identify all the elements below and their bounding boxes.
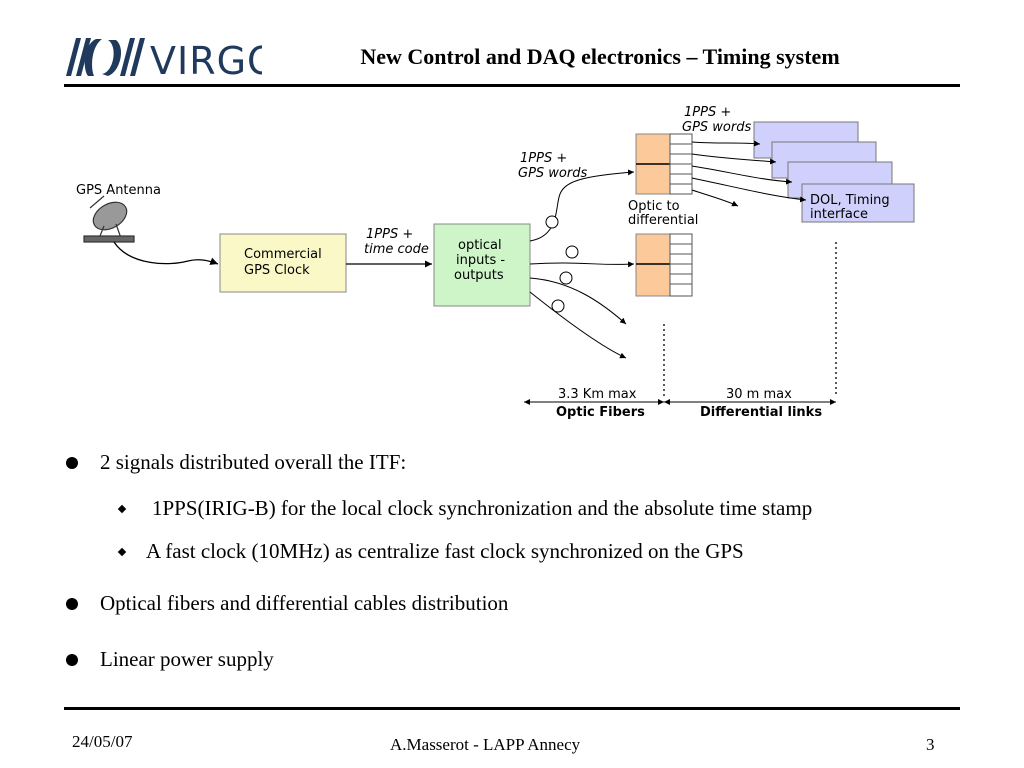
svg-text:1PPS +GPS words: 1PPS +GPS words	[518, 151, 587, 181]
gps-words-left-1: 1PPS +	[520, 151, 567, 166]
gps-antenna-label: GPS Antenna	[76, 183, 161, 198]
gps-words-top-2: GPS words	[682, 120, 751, 135]
page-title: New Control and DAQ electronics – Timing…	[360, 44, 840, 69]
optic-fibers-label: Optic Fibers	[556, 405, 645, 420]
bullet-power-supply: Linear power supply	[100, 647, 274, 671]
optical-io-box	[433, 223, 531, 307]
footer-page-number: 3	[926, 735, 935, 754]
clock-label-2: GPS Clock	[244, 263, 310, 278]
optical-label-2: inputs -	[456, 253, 505, 268]
timecode-label-2: time code	[364, 242, 429, 257]
bullet-dot	[66, 598, 78, 610]
optical-label-1: optical	[458, 238, 502, 253]
optic-to-diff-box-bottom	[635, 233, 693, 297]
bullet-signals: 2 signals distributed overall the ITF:	[100, 450, 407, 474]
satellite-dish-icon	[83, 195, 135, 243]
optic-to-diff-box-top	[635, 133, 693, 195]
range-fiber-label: 3.3 Km max	[558, 387, 637, 402]
clock-label-1: Commercial	[244, 247, 322, 262]
bullet-1pps: 1PPS(IRIG-B) for the local clock synchro…	[152, 496, 813, 520]
dol-label-1: DOL, Timing	[810, 193, 890, 208]
bullet-optical-fibers: Optical fibers and differential cables d…	[100, 591, 509, 615]
optical-label-3: outputs	[454, 268, 504, 283]
bullet-dot	[66, 654, 78, 666]
bullet-diamond	[117, 547, 127, 557]
header-rule	[64, 84, 960, 87]
differential-links-label: Differential links	[700, 405, 822, 420]
bullet-diamond	[117, 504, 127, 514]
optic-diff-label-1: Optic to	[628, 199, 680, 214]
svg-text:1PPS +GPS words: 1PPS +GPS words	[682, 105, 751, 135]
footer-date: 24/05/07	[72, 732, 133, 751]
dol-label-2: interface	[810, 207, 868, 222]
logo-text: VIRGO	[150, 39, 262, 80]
svg-text:1PPS +time code: 1PPS +time code	[364, 227, 429, 257]
gps-words-left-2: GPS words	[518, 166, 587, 181]
commercial-gps-clock-box	[219, 233, 347, 293]
gps-words-top-1: 1PPS +	[684, 105, 731, 120]
footer-author: A.Masserot - LAPP Annecy	[390, 735, 581, 754]
footer-rule	[64, 707, 960, 710]
bullet-dot	[66, 457, 78, 469]
bullet-fast-clock: A fast clock (10MHz) as centralize fast …	[146, 539, 744, 563]
timecode-label-1: 1PPS +	[366, 227, 413, 242]
range-diff-label: 30 m max	[726, 387, 792, 402]
virgo-logo: VIRGO	[66, 38, 262, 80]
optic-diff-label-2: differential	[628, 213, 698, 228]
